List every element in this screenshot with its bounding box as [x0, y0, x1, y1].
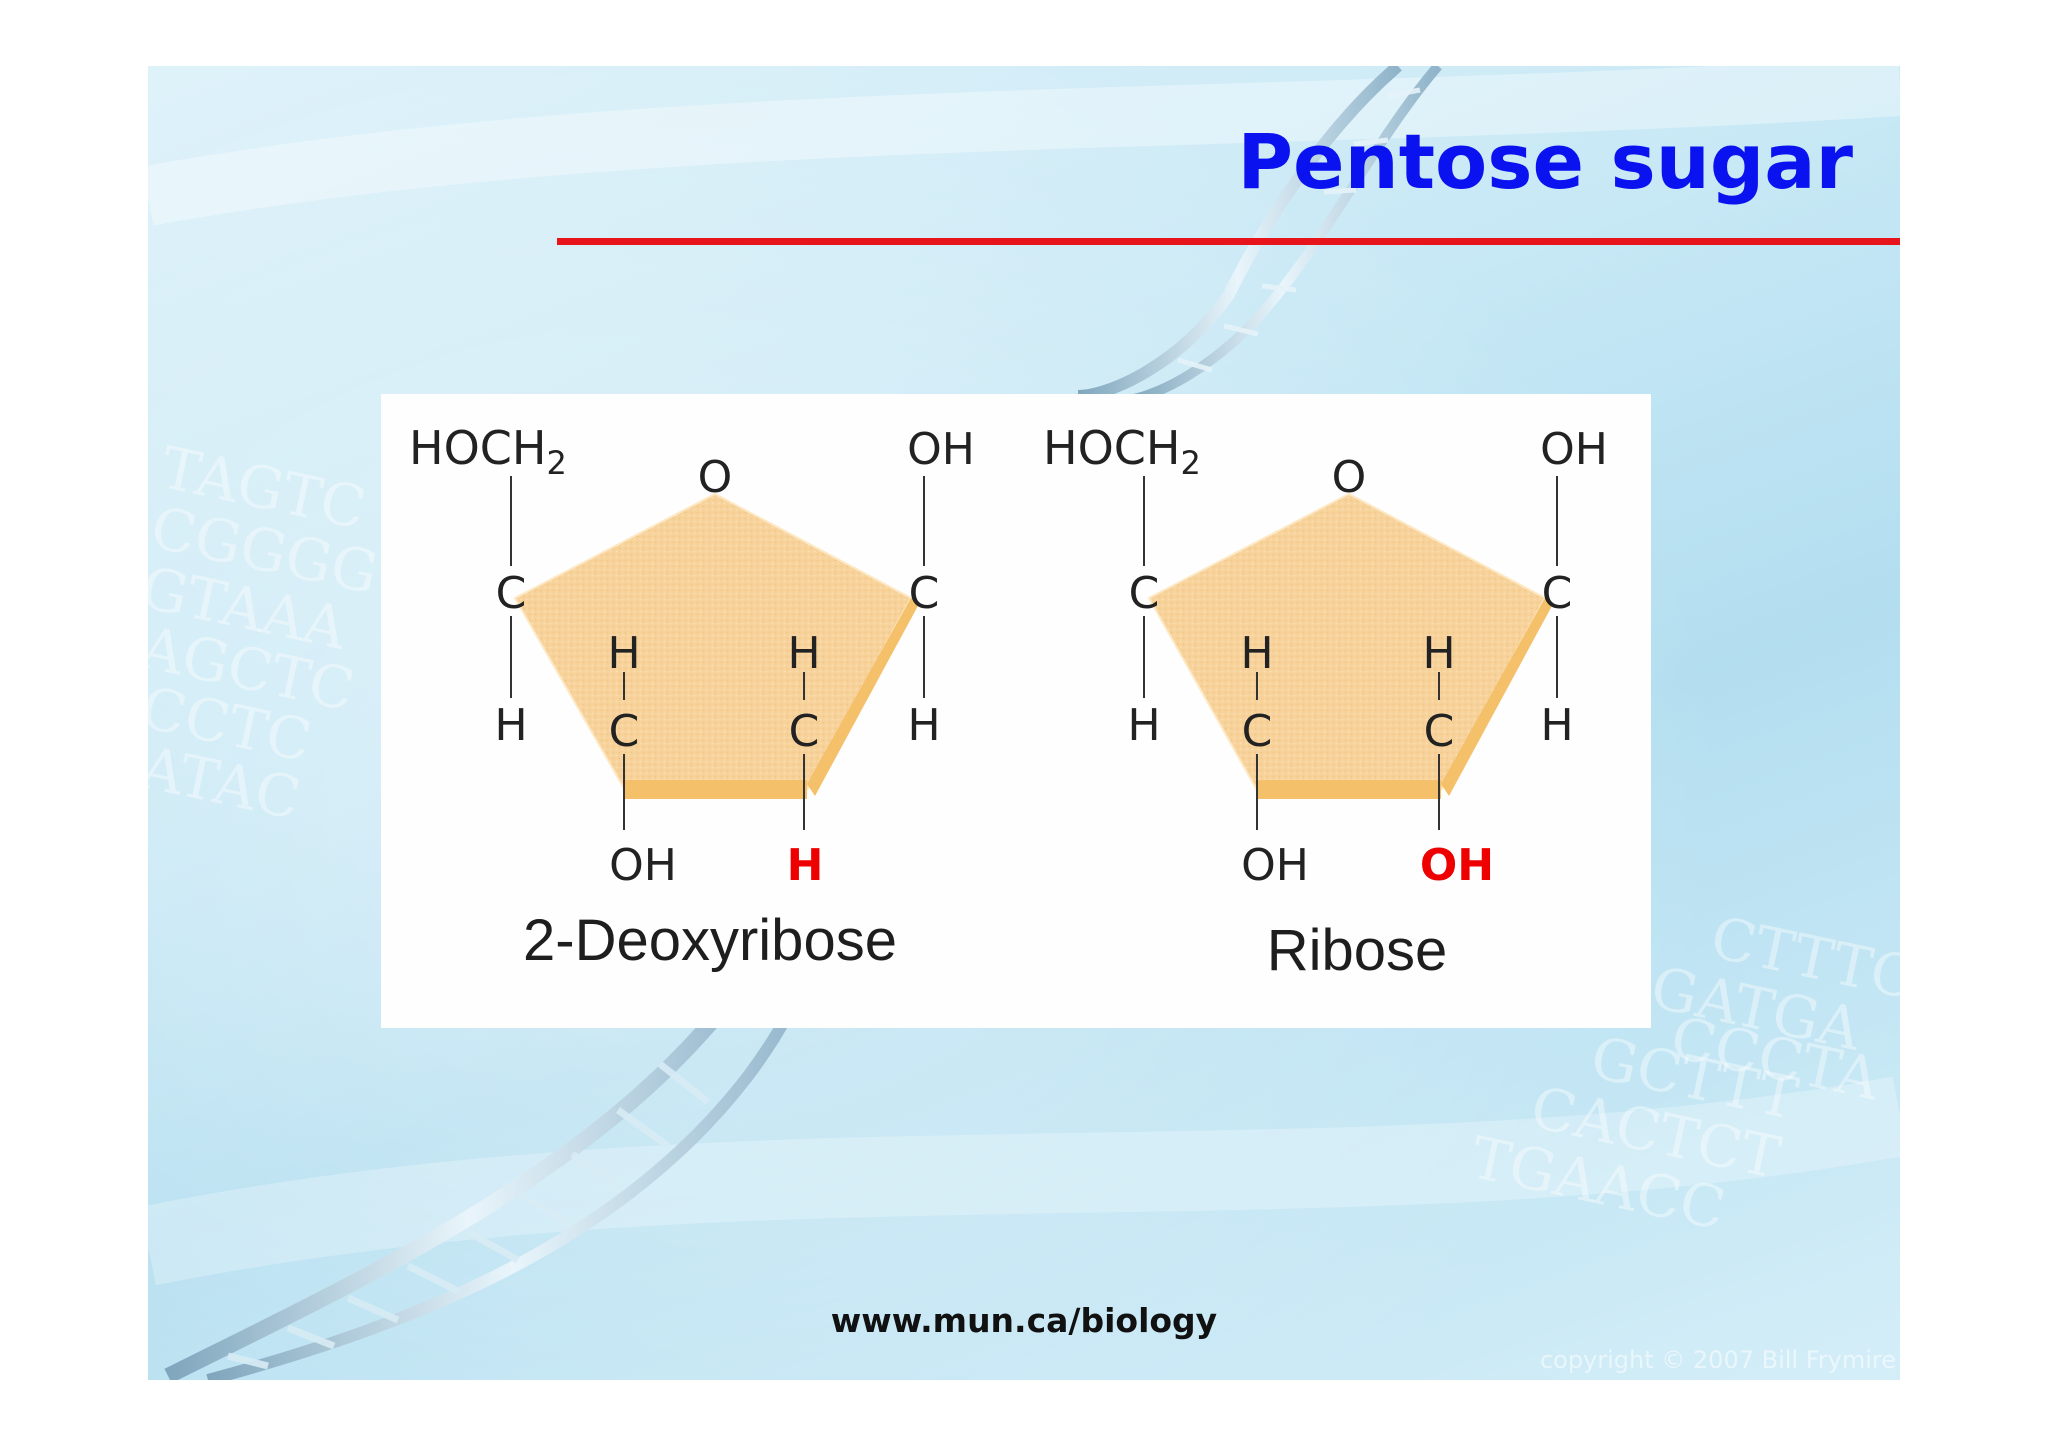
- deoxyribose-c3-oh: OH: [609, 840, 677, 891]
- deoxyribose-c3-carbon: C: [609, 706, 640, 757]
- deoxyribose-c4-carbon: C: [496, 568, 527, 619]
- deoxyribose-c5-label: HOCH2: [409, 421, 567, 482]
- title-underline: [557, 238, 1900, 245]
- deoxyribose-c1-hydrogen: H: [907, 700, 940, 751]
- deoxyribose-ring-side-edge: [807, 598, 919, 796]
- deoxyribose-caption: 2-Deoxyribose: [523, 908, 897, 973]
- copyright-notice: copyright © 2007 Bill Frymire: [1539, 1346, 1896, 1374]
- slide-title: Pentose sugar: [1237, 117, 1853, 206]
- ribose-c3-oh: OH: [1241, 840, 1309, 891]
- ribose-c2-oh-highlight: OH: [1420, 840, 1494, 891]
- ribose-c1-oh: OH: [1540, 424, 1608, 475]
- ribose-bonds: [1143, 476, 1558, 830]
- deoxyribose-bonds: [510, 476, 925, 830]
- ribose-caption: Ribose: [1267, 918, 1448, 983]
- ribose-c3-carbon: C: [1242, 706, 1273, 757]
- ribose-c2-hydrogen: H: [1422, 628, 1455, 679]
- sugar-structures-figure: HOCH2 O OH C C H H H H C C OH H 2-Deoxyr…: [381, 394, 1651, 1028]
- deoxyribose-c1-carbon: C: [909, 568, 940, 619]
- deoxyribose-structure: HOCH2 O OH C C H H H H C C OH H 2-Deoxyr…: [409, 421, 975, 973]
- sugar-structures-svg: HOCH2 O OH C C H H H H C C OH H 2-Deoxyr…: [409, 421, 1608, 983]
- ribose-c4-carbon: C: [1129, 568, 1160, 619]
- ribose-c5-label: HOCH2: [1043, 421, 1201, 482]
- ribose-ring: [1147, 492, 1547, 791]
- source-url: www.mun.ca/biology: [830, 1301, 1218, 1340]
- ribose-c1-hydrogen: H: [1540, 700, 1573, 751]
- slide: TAGTC CGGGG GTAAA AGCTC CCTC ATAC CTTTC …: [148, 66, 1900, 1380]
- deoxyribose-c4-hydrogen: H: [494, 700, 527, 751]
- ribose-c3-hydrogen: H: [1240, 628, 1273, 679]
- deoxyribose-c2-carbon: C: [789, 706, 820, 757]
- ribose-structure: HOCH2 O OH C C H H H H C C OH OH Ribose: [1043, 421, 1608, 983]
- ribose-ring-front-edge: [1257, 780, 1441, 799]
- ribose-ring-oxygen: O: [1332, 452, 1367, 503]
- deoxyribose-c1-oh: OH: [907, 424, 975, 475]
- deoxyribose-c2-hydrogen: H: [787, 628, 820, 679]
- deoxyribose-c2-h-highlight: H: [787, 840, 824, 891]
- ribose-c2-carbon: C: [1424, 706, 1455, 757]
- ribose-ring-side-edge: [1441, 598, 1553, 796]
- deoxyribose-c3-hydrogen: H: [607, 628, 640, 679]
- ribose-c4-hydrogen: H: [1127, 700, 1160, 751]
- deoxyribose-ring-front-edge: [625, 780, 807, 799]
- deoxyribose-ring: [513, 492, 913, 791]
- deoxyribose-ring-oxygen: O: [698, 452, 733, 503]
- ribose-c1-carbon: C: [1542, 568, 1573, 619]
